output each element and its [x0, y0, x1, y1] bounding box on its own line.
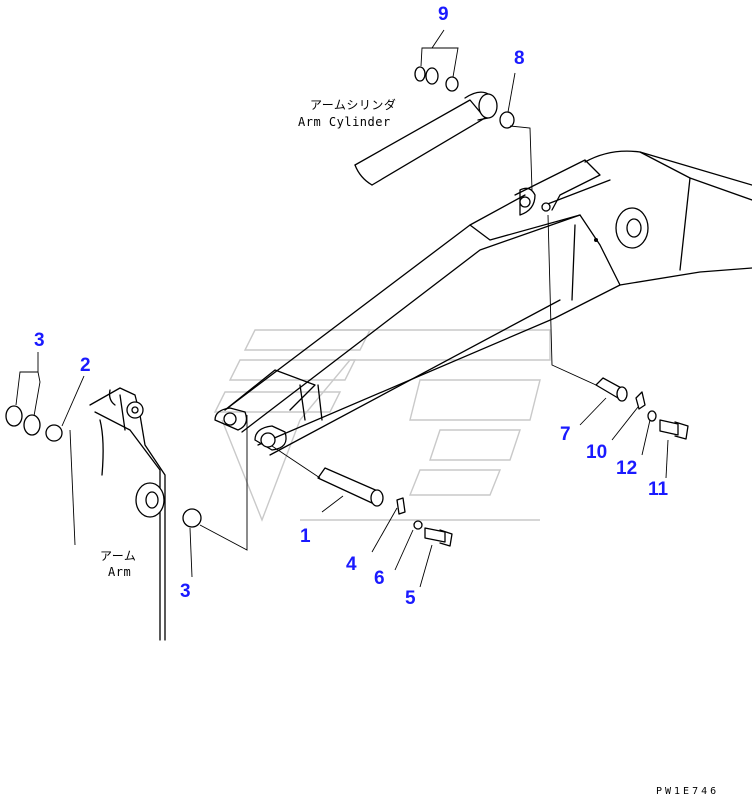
- arm-cylinder-label-jp: アームシリンダ: [310, 97, 396, 112]
- callout-12: 12: [616, 458, 637, 479]
- pin-7: [595, 377, 628, 402]
- shim-8: [499, 111, 515, 129]
- callout-3-bottom: 3: [180, 581, 191, 602]
- shims-3-left: [5, 405, 41, 436]
- shim-3-right: [182, 508, 202, 528]
- callout-4: 4: [346, 554, 357, 575]
- arm-cylinder-label-en: Arm Cylinder: [298, 115, 391, 129]
- watermark-logo: [213, 329, 551, 522]
- pin-1: [317, 467, 384, 507]
- callout-2: 2: [80, 355, 91, 376]
- arm-cylinder: [354, 91, 498, 186]
- washer-6: [413, 520, 423, 530]
- callout-10: 10: [586, 442, 607, 463]
- callout-6: 6: [374, 568, 385, 589]
- bolt-5: [424, 527, 453, 547]
- callout-1: 1: [300, 526, 311, 547]
- plate-10: [635, 391, 646, 410]
- drawing-code: PW1E746: [656, 786, 719, 797]
- callout-5: 5: [405, 588, 416, 609]
- spring-pin-4: [396, 497, 406, 515]
- callout-7: 7: [560, 424, 571, 445]
- callout-11: 11: [648, 479, 669, 500]
- bolt-11: [659, 419, 689, 440]
- callout-3-left: 3: [34, 330, 45, 351]
- bushing-2: [45, 424, 63, 442]
- shims-9: [414, 66, 459, 92]
- callout-8: 8: [514, 48, 525, 69]
- arm-label-en: Arm: [108, 565, 131, 579]
- leader-lines: [15, 29, 669, 588]
- arm: [69, 387, 166, 641]
- boom: [214, 150, 752, 456]
- callout-9: 9: [438, 4, 449, 25]
- washer-12: [647, 410, 657, 422]
- arm-label-jp: アーム: [100, 549, 136, 563]
